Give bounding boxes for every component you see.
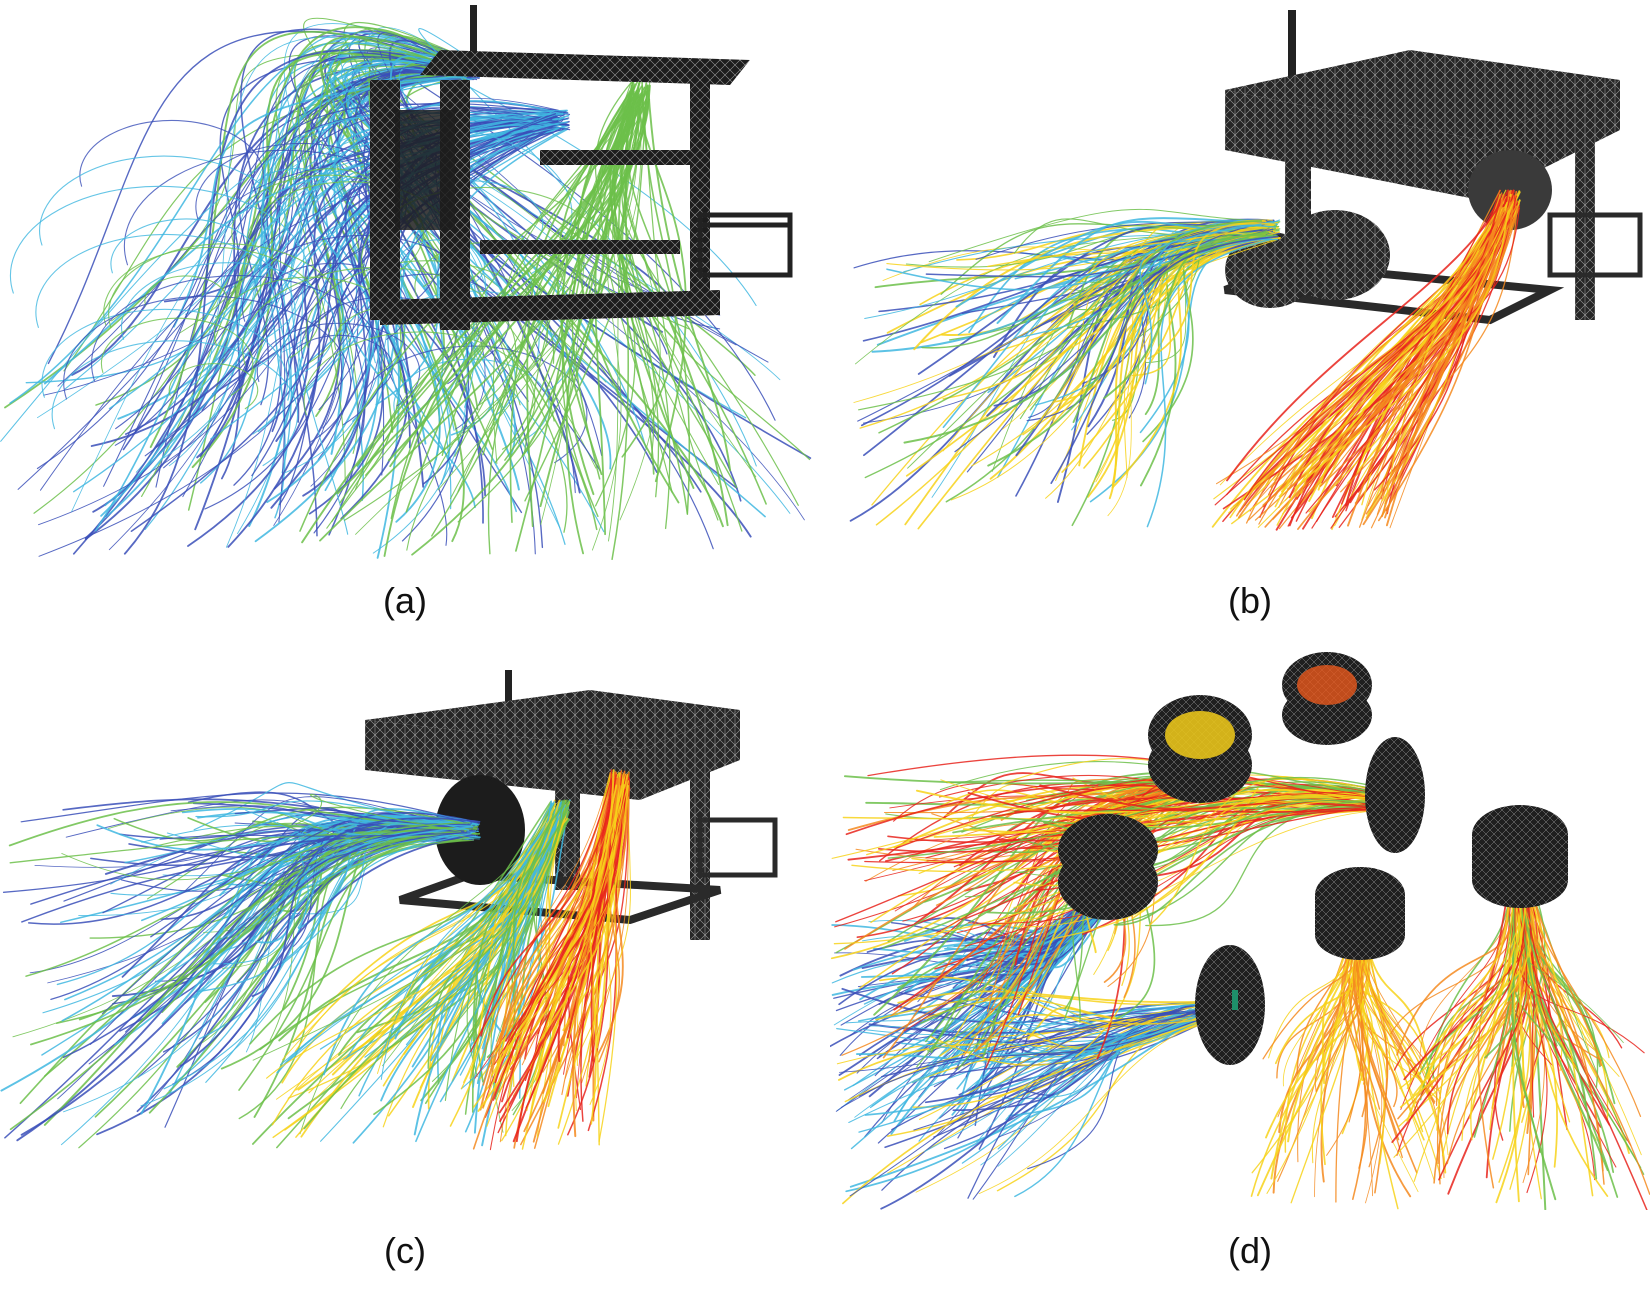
caption-c: (c) — [384, 1230, 426, 1271]
panel-b — [830, 0, 1650, 560]
streamline-plot-d — [830, 652, 1650, 1210]
caption-a: (a) — [383, 580, 427, 621]
thrusters-d — [1058, 652, 1568, 1065]
streamlines-c — [0, 769, 631, 1151]
caption-d: (d) — [1228, 1230, 1272, 1271]
streamline-plot-c — [0, 670, 778, 1151]
caption-b: (b) — [1228, 580, 1272, 621]
rov-frame-c — [365, 670, 778, 940]
rov-frame-b — [1223, 10, 1643, 325]
panel-a — [0, 0, 820, 560]
streamline-plot-a — [0, 5, 812, 560]
streamlines-a — [0, 17, 812, 560]
streamline-plot-b — [849, 10, 1643, 531]
panel-d — [830, 650, 1650, 1210]
rov-frame-a — [370, 5, 793, 330]
panel-c — [0, 650, 820, 1210]
streamlines-b — [849, 189, 1521, 531]
